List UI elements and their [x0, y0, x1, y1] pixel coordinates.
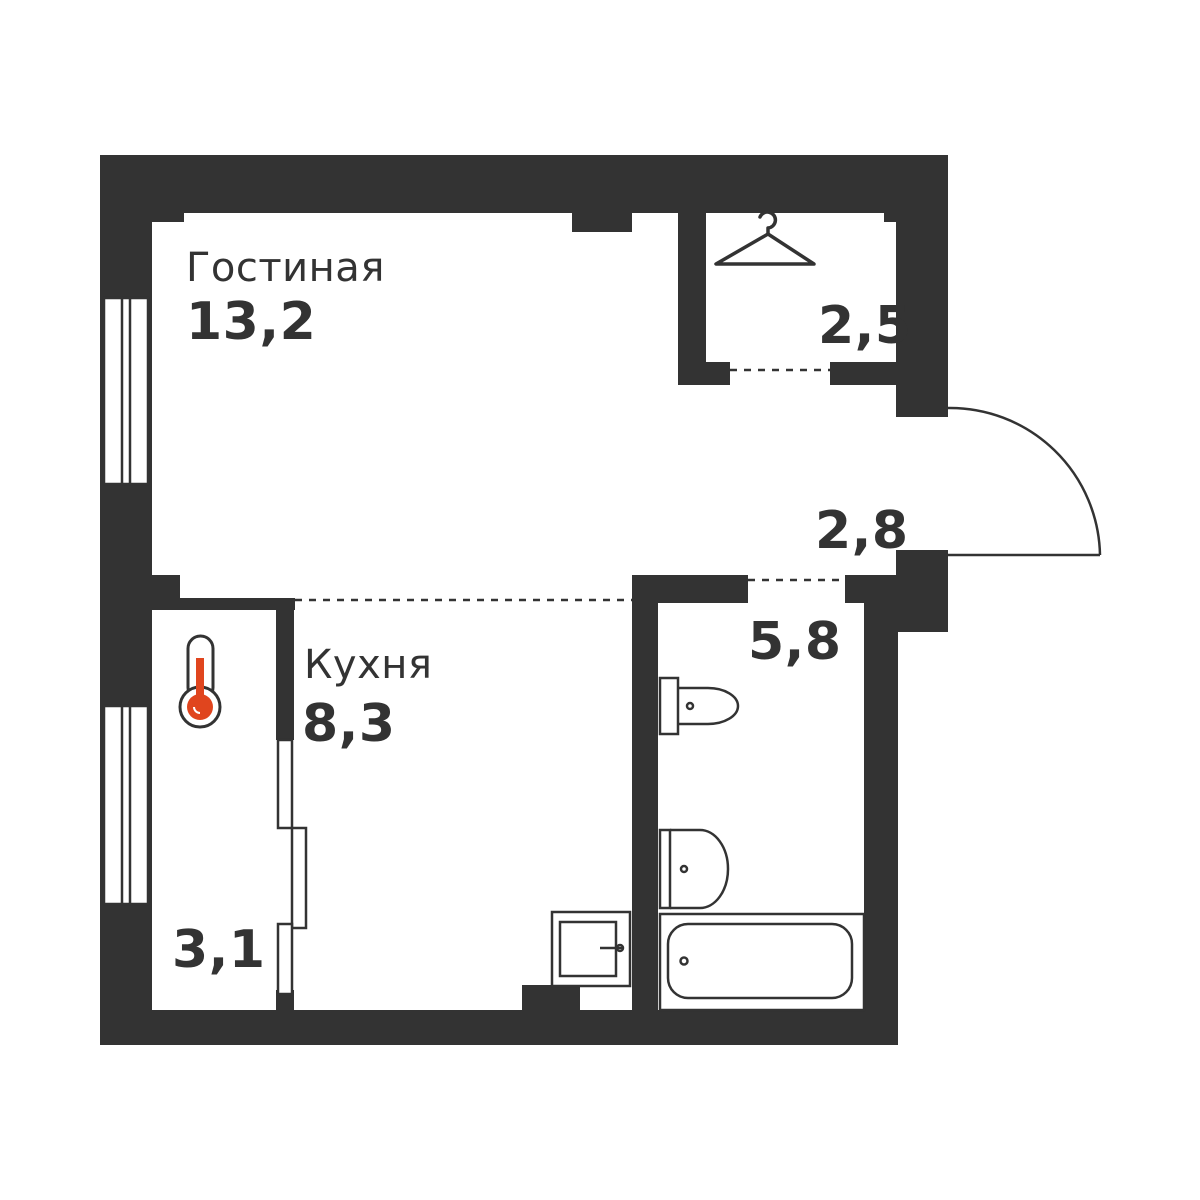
- kitchen-name: Кухня: [304, 642, 433, 688]
- kitchen-sink-icon: [550, 910, 632, 988]
- bathroom-sink-icon: [658, 828, 730, 910]
- living-room-area: 13,2: [186, 292, 317, 352]
- kitchen-area: 8,3: [302, 694, 396, 754]
- windows: [102, 296, 308, 996]
- bathtub-icon: [658, 912, 866, 1012]
- hanger-icon: [714, 210, 816, 266]
- thermometer-icon: [178, 634, 222, 729]
- hall-area: 2,8: [815, 501, 909, 561]
- toilet-icon: [658, 676, 740, 736]
- living-room-name: Гостиная: [186, 245, 385, 291]
- bathroom-area: 5,8: [748, 612, 842, 672]
- wardrobe-area: 2,5: [818, 296, 912, 356]
- entrance-door: [947, 406, 1102, 557]
- room-boundaries: [295, 368, 845, 602]
- balcony-area: 3,1: [172, 920, 266, 980]
